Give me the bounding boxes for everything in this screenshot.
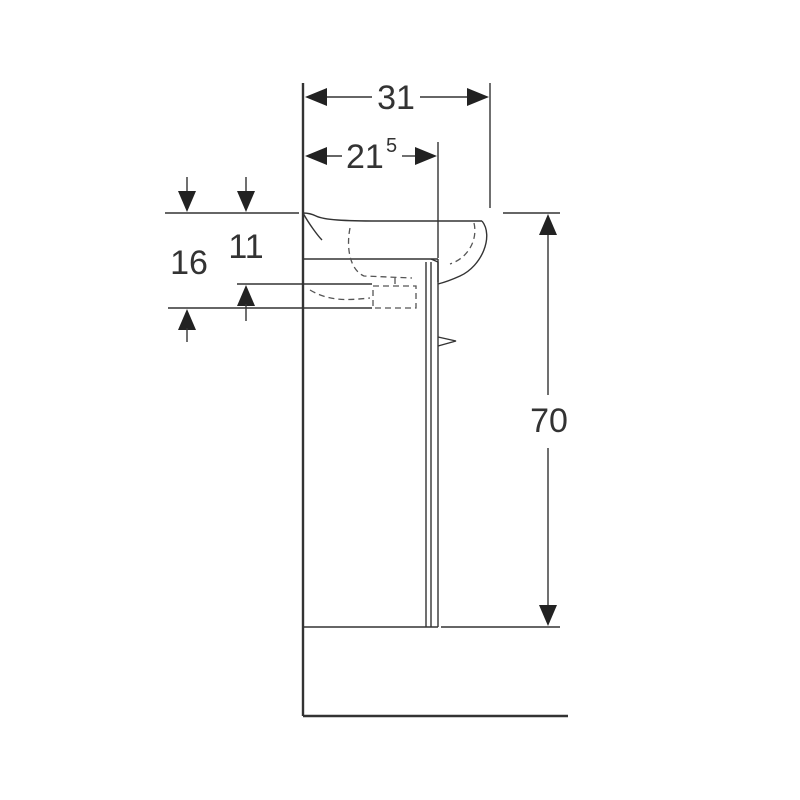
basin-bowl-hidden <box>347 227 413 279</box>
siphon-body-hidden <box>372 285 417 309</box>
arrow-31-left <box>305 88 327 106</box>
arrow-31-right <box>467 88 489 106</box>
cabinet <box>303 258 439 628</box>
basin-rear-rim <box>302 212 323 241</box>
dimension-inner-depth: 21 5 <box>305 135 439 258</box>
label-offset-11: 11 <box>228 228 263 266</box>
basin-front-curve <box>437 220 488 285</box>
dimension-overall-depth: 31 <box>305 79 491 208</box>
door-handle <box>437 336 457 347</box>
basin-inner-front-hidden <box>449 222 476 265</box>
label-inner-depth-superscript: 5 <box>386 135 397 157</box>
label-inner-depth-main: 21 <box>346 138 384 176</box>
siphon-pipe-hidden <box>309 289 371 301</box>
label-offset-16: 16 <box>170 244 208 282</box>
dimension-height: 70 <box>441 212 568 628</box>
arrow-70-bottom <box>539 605 557 626</box>
arrow-16-bottom <box>178 309 196 330</box>
washbasin <box>302 212 488 285</box>
arrow-21-right <box>415 147 437 165</box>
arrow-16-top <box>178 191 196 212</box>
cabinet-corner <box>430 258 439 263</box>
siphon-hidden <box>309 278 417 309</box>
label-height: 70 <box>530 402 568 440</box>
arrow-11-bottom <box>237 285 255 306</box>
label-overall-depth: 31 <box>377 79 415 117</box>
dimension-offsets: 16 11 <box>165 177 372 342</box>
basin-rim-top <box>302 212 482 222</box>
arrow-70-top <box>539 214 557 235</box>
arrow-11-top <box>237 191 255 212</box>
arrow-21-left <box>305 147 327 165</box>
